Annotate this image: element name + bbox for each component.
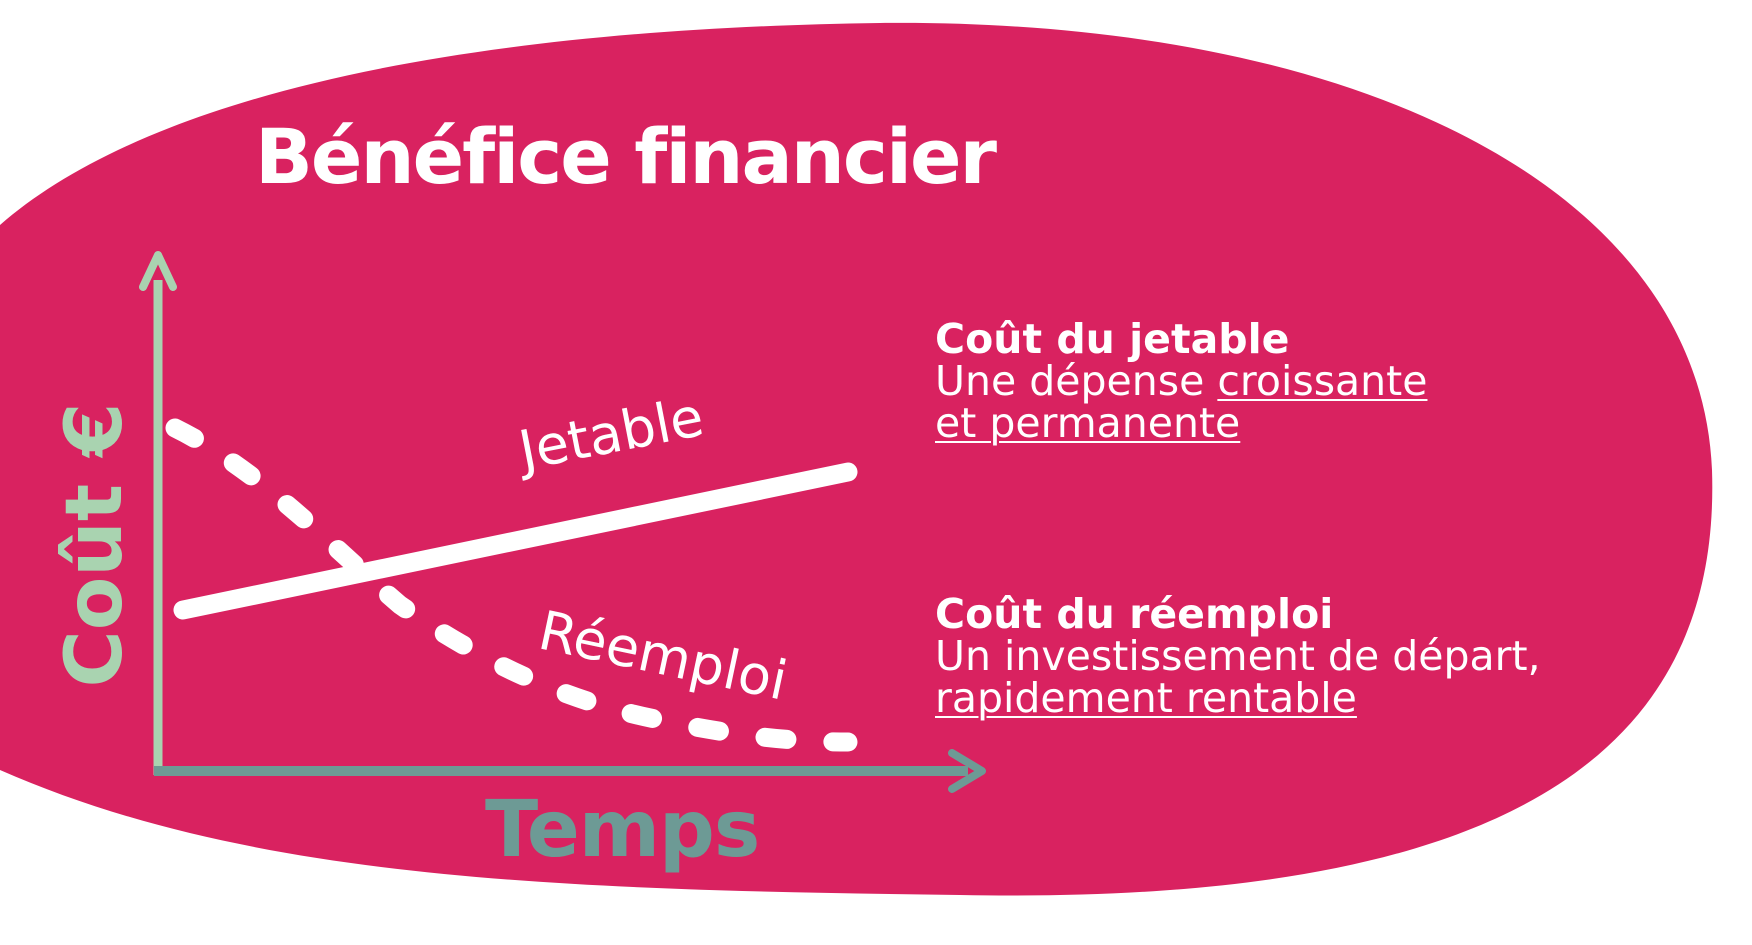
jetable-legend-line2: et permanente <box>935 399 1241 447</box>
x-axis-label: Temps <box>485 785 760 875</box>
jetable-legend-line1-underlined: croissante <box>1217 357 1428 405</box>
reemploi-curve <box>165 418 858 752</box>
jetable-legend: Coût du jetable Une dépense croissante e… <box>935 318 1427 444</box>
page-title: Bénéfice financier <box>255 112 997 201</box>
reemploi-legend-title: Coût du réemploi <box>935 590 1334 638</box>
reemploi-legend-line2: rapidement rentable <box>935 674 1357 722</box>
jetable-legend-title: Coût du jetable <box>935 315 1290 363</box>
x-axis-arrowhead <box>948 749 986 793</box>
jetable-legend-line1-plain: Une dépense <box>935 357 1218 405</box>
jetable-curve <box>173 462 858 620</box>
y-axis-label: Coût € <box>50 402 140 688</box>
reemploi-legend: Coût du réemploi Un investissement de dé… <box>935 593 1541 719</box>
jetable-legend-line1: Une dépense croissante <box>935 360 1427 402</box>
blob-shape <box>0 22 1713 896</box>
y-axis-arrowhead <box>139 251 177 291</box>
reemploi-legend-line1: Un investissement de départ, <box>935 632 1541 680</box>
